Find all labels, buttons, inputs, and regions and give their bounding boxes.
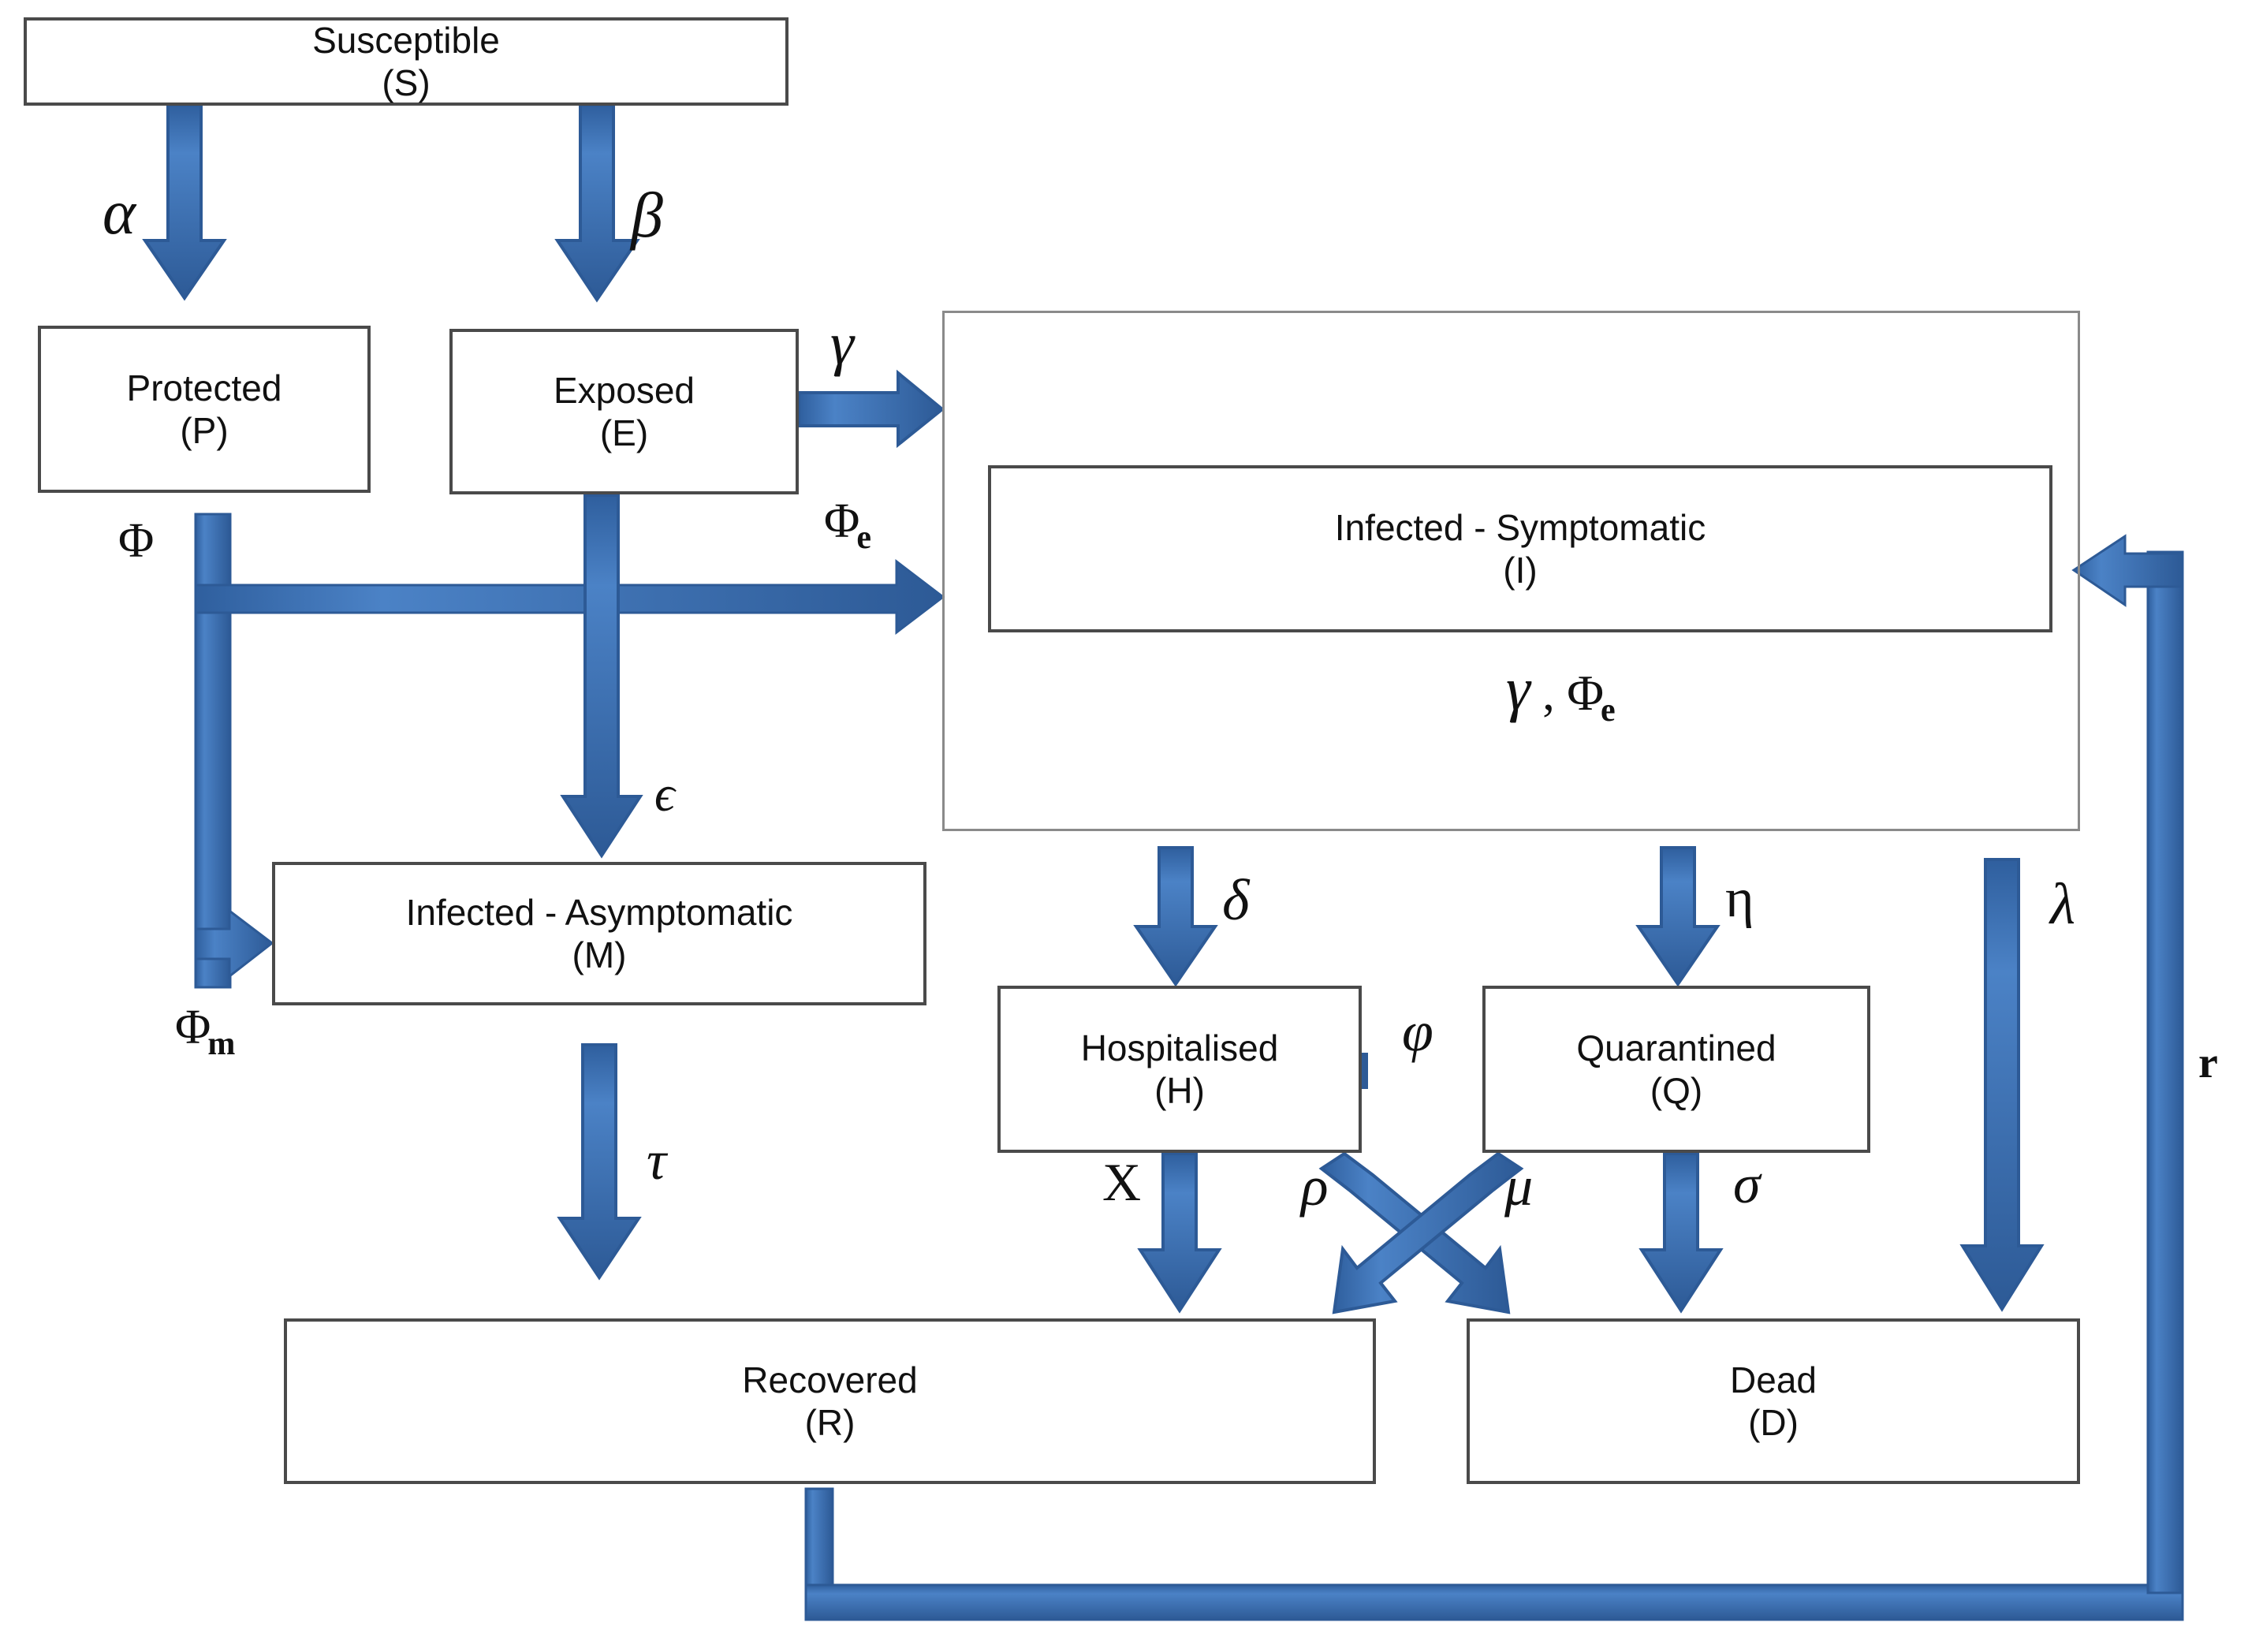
compartment-hospitalised[interactable]: Hospitalised (H): [997, 986, 1362, 1153]
rate-label-delta: δ: [1222, 868, 1250, 933]
rate-label-epsilon: ϵ: [654, 766, 675, 822]
arrow-infected-asymptomatic-to-recovered: [557, 1043, 642, 1281]
compartment-exposed[interactable]: Exposed (E): [449, 329, 799, 494]
compartment-infected-asymptomatic[interactable]: Infected - Asymptomatic (M): [272, 862, 926, 1005]
compartment-dead-label: Dead: [1730, 1359, 1817, 1400]
rate-label-r: r: [2198, 1039, 2218, 1087]
rate-label-combo-comma: ,: [1530, 667, 1568, 721]
infected-symptomatic-container: [942, 311, 2080, 831]
compartment-infected-symptomatic-code: (I): [1503, 550, 1538, 591]
rate-label-phi: Φ: [118, 514, 155, 568]
rate-label-eta: η: [1725, 868, 1754, 929]
arrow-quarantined-to-recovered-diagonal: [1332, 1151, 1524, 1315]
rate-label-combo-gamma: γ: [1506, 654, 1530, 723]
rate-label-phi-m-subscript: m: [207, 1026, 236, 1062]
compartment-hospitalised-label: Hospitalised: [1080, 1027, 1279, 1068]
arrow-infected-to-dead: [1959, 858, 2045, 1312]
arrow-phi-m-to-infected-asymptomatic: [194, 908, 274, 979]
arrow-recovered-feedback-to-infected: [804, 534, 2184, 1621]
compartment-susceptible-code: (S): [382, 62, 431, 103]
rate-label-phi-m-base: Φ: [175, 1001, 211, 1054]
arrow-susceptible-to-protected: [142, 103, 227, 301]
compartment-dead-code: (D): [1748, 1402, 1799, 1443]
rate-label-varphi: φ: [1402, 1000, 1433, 1063]
rate-label-rho: ρ: [1301, 1154, 1329, 1218]
compartment-recovered[interactable]: Recovered (R): [284, 1318, 1376, 1484]
rate-label-phi-e-subscript: e: [856, 520, 871, 556]
compartment-exposed-label: Exposed: [553, 369, 695, 411]
rate-label-gamma: γ: [830, 311, 854, 377]
rate-label-combo-subscript: e: [1601, 692, 1616, 729]
compartment-quarantined[interactable]: Quarantined (Q): [1482, 986, 1870, 1153]
compartment-infected-symptomatic[interactable]: Infected - Symptomatic (I): [988, 465, 2052, 632]
arrow-infected-to-hospitalised: [1133, 846, 1218, 987]
rate-label-gamma-phi-e-combo: γ , Φe: [1506, 658, 1619, 728]
rate-label-sigma: σ: [1733, 1154, 1761, 1215]
compartment-protected[interactable]: Protected (P): [38, 326, 371, 493]
rate-label-phi-m: Φm: [175, 1001, 238, 1061]
compartment-infected-symptomatic-label: Infected - Symptomatic: [1334, 506, 1706, 548]
compartment-protected-code: (P): [180, 410, 229, 451]
rate-label-alpha: α: [103, 178, 136, 248]
compartment-susceptible-label: Susceptible: [312, 19, 500, 61]
arrow-quarantined-to-dead: [1638, 1152, 1724, 1314]
rate-label-phi-e-base: Φ: [824, 494, 860, 548]
arrow-infected-to-quarantined: [1635, 846, 1720, 987]
rate-label-phi-e: Φe: [824, 494, 874, 554]
rate-label-beta: β: [631, 179, 663, 251]
compartment-quarantined-label: Quarantined: [1576, 1027, 1776, 1068]
compartment-exposed-code: (E): [599, 412, 649, 453]
rate-label-chi: X: [1102, 1152, 1142, 1212]
compartment-quarantined-code: (Q): [1650, 1070, 1703, 1111]
compartment-infected-asymptomatic-label: Infected - Asymptomatic: [405, 891, 793, 933]
arrow-susceptible-to-exposed: [554, 103, 640, 303]
rate-label-tau: τ: [647, 1131, 667, 1191]
compartment-recovered-label: Recovered: [742, 1359, 918, 1400]
arrow-exposed-to-infected-asymptomatic: [560, 494, 643, 859]
compartment-recovered-code: (R): [804, 1402, 856, 1443]
compartment-dead[interactable]: Dead (D): [1467, 1318, 2080, 1484]
rate-label-mu: μ: [1504, 1154, 1534, 1218]
compartment-protected-label: Protected: [126, 367, 282, 408]
rate-label-combo-phi: Φ: [1567, 665, 1605, 721]
arrow-exposed-to-infected-symptomatic: [797, 369, 945, 449]
arrow-phi-e-to-infected-symptomatic: [194, 558, 945, 636]
arrow-hospitalised-to-recovered: [1137, 1152, 1222, 1314]
compartment-susceptible[interactable]: Susceptible (S): [24, 17, 788, 106]
compartment-infected-asymptomatic-code: (M): [572, 934, 627, 975]
compartment-hospitalised-code: (H): [1154, 1070, 1205, 1111]
rate-label-lambda: λ: [2050, 872, 2076, 937]
